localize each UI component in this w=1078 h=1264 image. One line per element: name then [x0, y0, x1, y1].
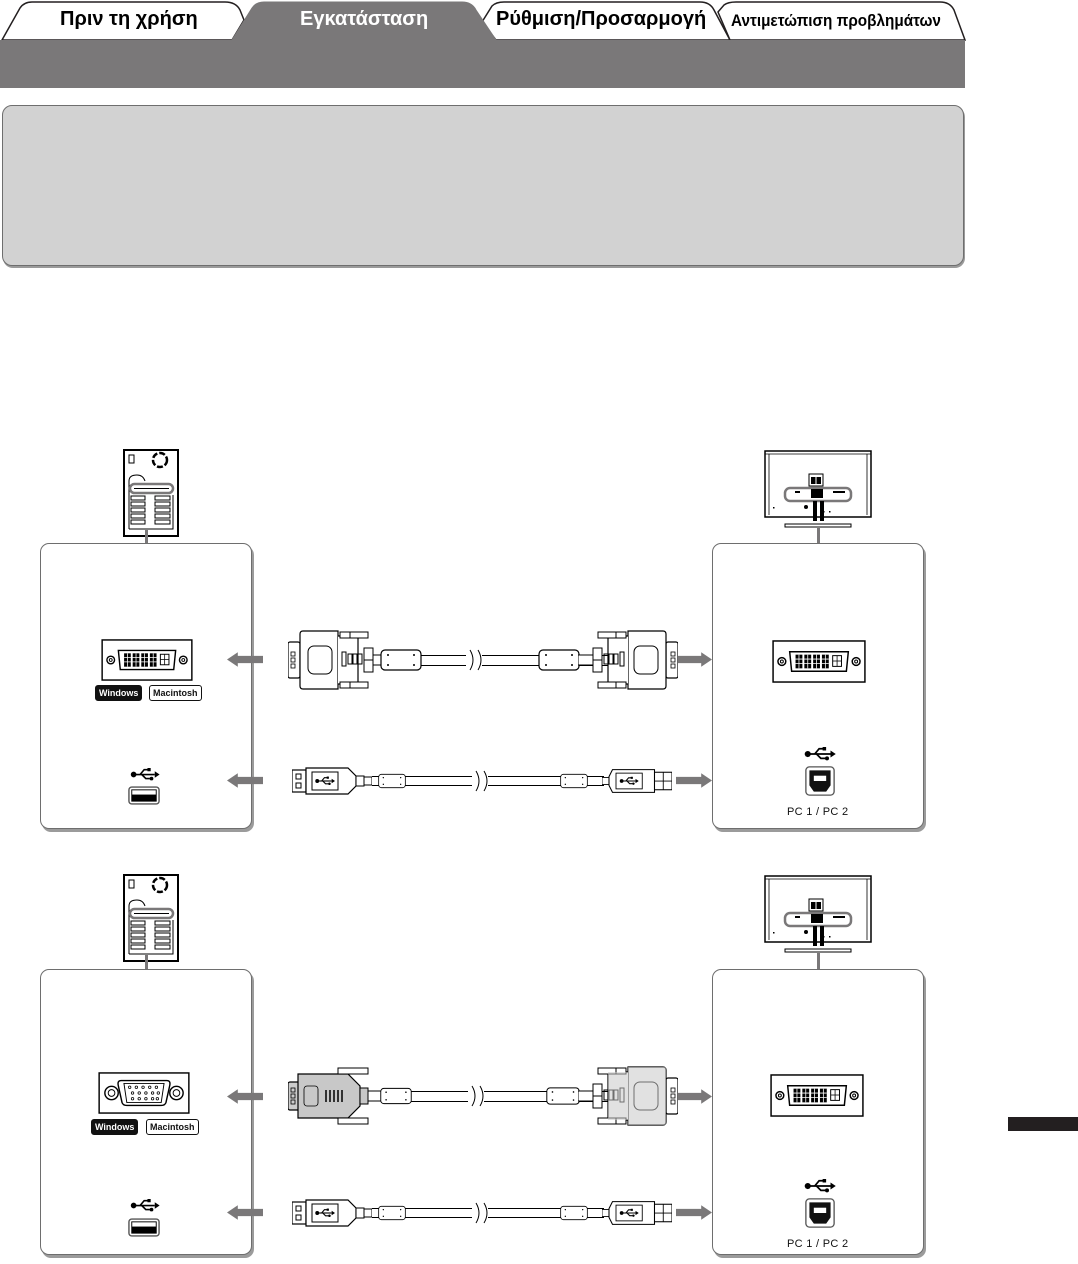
- usb-symbol-icon: [804, 747, 836, 761]
- usb-cable: [292, 1198, 672, 1228]
- ferrite-core-icon: [546, 1087, 580, 1105]
- computer-panel: [40, 543, 252, 829]
- ferrite-core-icon: [538, 649, 580, 671]
- usb-port-caption: PC 1 / PC 2: [787, 806, 849, 818]
- usb-symbol-icon: [130, 768, 160, 781]
- section-header-band: [0, 40, 965, 88]
- usb-symbol-icon: [130, 1199, 160, 1212]
- usb-b-plug-icon: [602, 1202, 672, 1225]
- tab-shape-installation[interactable]: [231, 1, 497, 41]
- tab-installation[interactable]: Εγκατάσταση: [300, 8, 429, 30]
- windows-badge: Windows: [95, 685, 143, 701]
- arrow-right-icon: [676, 773, 712, 788]
- pc-tower-icon: [123, 874, 179, 962]
- leader-line: [145, 530, 148, 545]
- dvi-cable: [288, 630, 678, 690]
- leader-line: [145, 955, 148, 970]
- usb-symbol-icon: [804, 1179, 836, 1193]
- usb-b-port-icon: [805, 1198, 835, 1228]
- arrow-left-icon: [227, 773, 263, 788]
- ferrite-core-icon: [378, 773, 406, 789]
- windows-badge: Windows: [91, 1119, 139, 1135]
- usb-a-port-icon: [128, 786, 160, 805]
- dvi-port-icon: [772, 640, 866, 683]
- ferrite-core-icon: [560, 773, 588, 789]
- monitor-rear-icon: [763, 874, 873, 956]
- dvi-plug-icon: [578, 630, 678, 690]
- ferrite-core-icon: [560, 1205, 588, 1221]
- usb-a-plug-icon: [292, 768, 372, 794]
- macintosh-badge: Macintosh: [146, 1119, 199, 1135]
- d-sub-to-dvi-cable: [288, 1066, 678, 1126]
- d-sub-plug-icon: [288, 1067, 388, 1125]
- pc-tower-icon: [123, 449, 179, 537]
- dvi-port-icon: [770, 1074, 864, 1117]
- tab-shape-troubleshooting[interactable]: [717, 1, 967, 41]
- usb-a-plug-icon: [292, 1200, 372, 1226]
- arrow-left-icon: [227, 1089, 263, 1104]
- arrow-left-icon: [227, 652, 263, 667]
- tab-settings[interactable]: Ρύθμιση/Προσαρμογή: [496, 8, 707, 30]
- dvi-plug-icon: [288, 630, 388, 690]
- info-box: [2, 105, 964, 266]
- dvi-port-icon: [101, 639, 193, 681]
- arrow-right-icon: [676, 652, 712, 667]
- usb-b-port-icon: [805, 766, 835, 796]
- tab-shape-before-use[interactable]: [0, 1, 245, 41]
- usb-cable: [292, 766, 672, 796]
- usb-port-caption: PC 1 / PC 2: [787, 1238, 849, 1250]
- d-sub-port-icon: [97, 1072, 191, 1114]
- usb-b-plug-icon: [602, 770, 672, 793]
- chapter-side-tab: [1008, 1117, 1078, 1131]
- leader-line: [817, 528, 820, 545]
- macintosh-badge: Macintosh: [149, 685, 202, 701]
- ferrite-core-icon: [380, 649, 422, 671]
- arrow-right-icon: [676, 1205, 712, 1220]
- tab-before-use[interactable]: Πριν τη χρήση: [60, 8, 198, 30]
- ferrite-core-icon: [378, 1205, 406, 1221]
- monitor-rear-icon: [763, 449, 873, 531]
- leader-line: [817, 953, 820, 971]
- tab-shape-settings[interactable]: [481, 1, 732, 41]
- ferrite-core-icon: [380, 1087, 412, 1105]
- usb-a-port-icon: [128, 1218, 160, 1237]
- arrow-right-icon: [676, 1089, 712, 1104]
- arrow-left-icon: [227, 1205, 263, 1220]
- tab-troubleshooting[interactable]: Αντιμετώπιση προβλημάτων: [731, 11, 941, 30]
- tab-shapes: [0, 1, 967, 41]
